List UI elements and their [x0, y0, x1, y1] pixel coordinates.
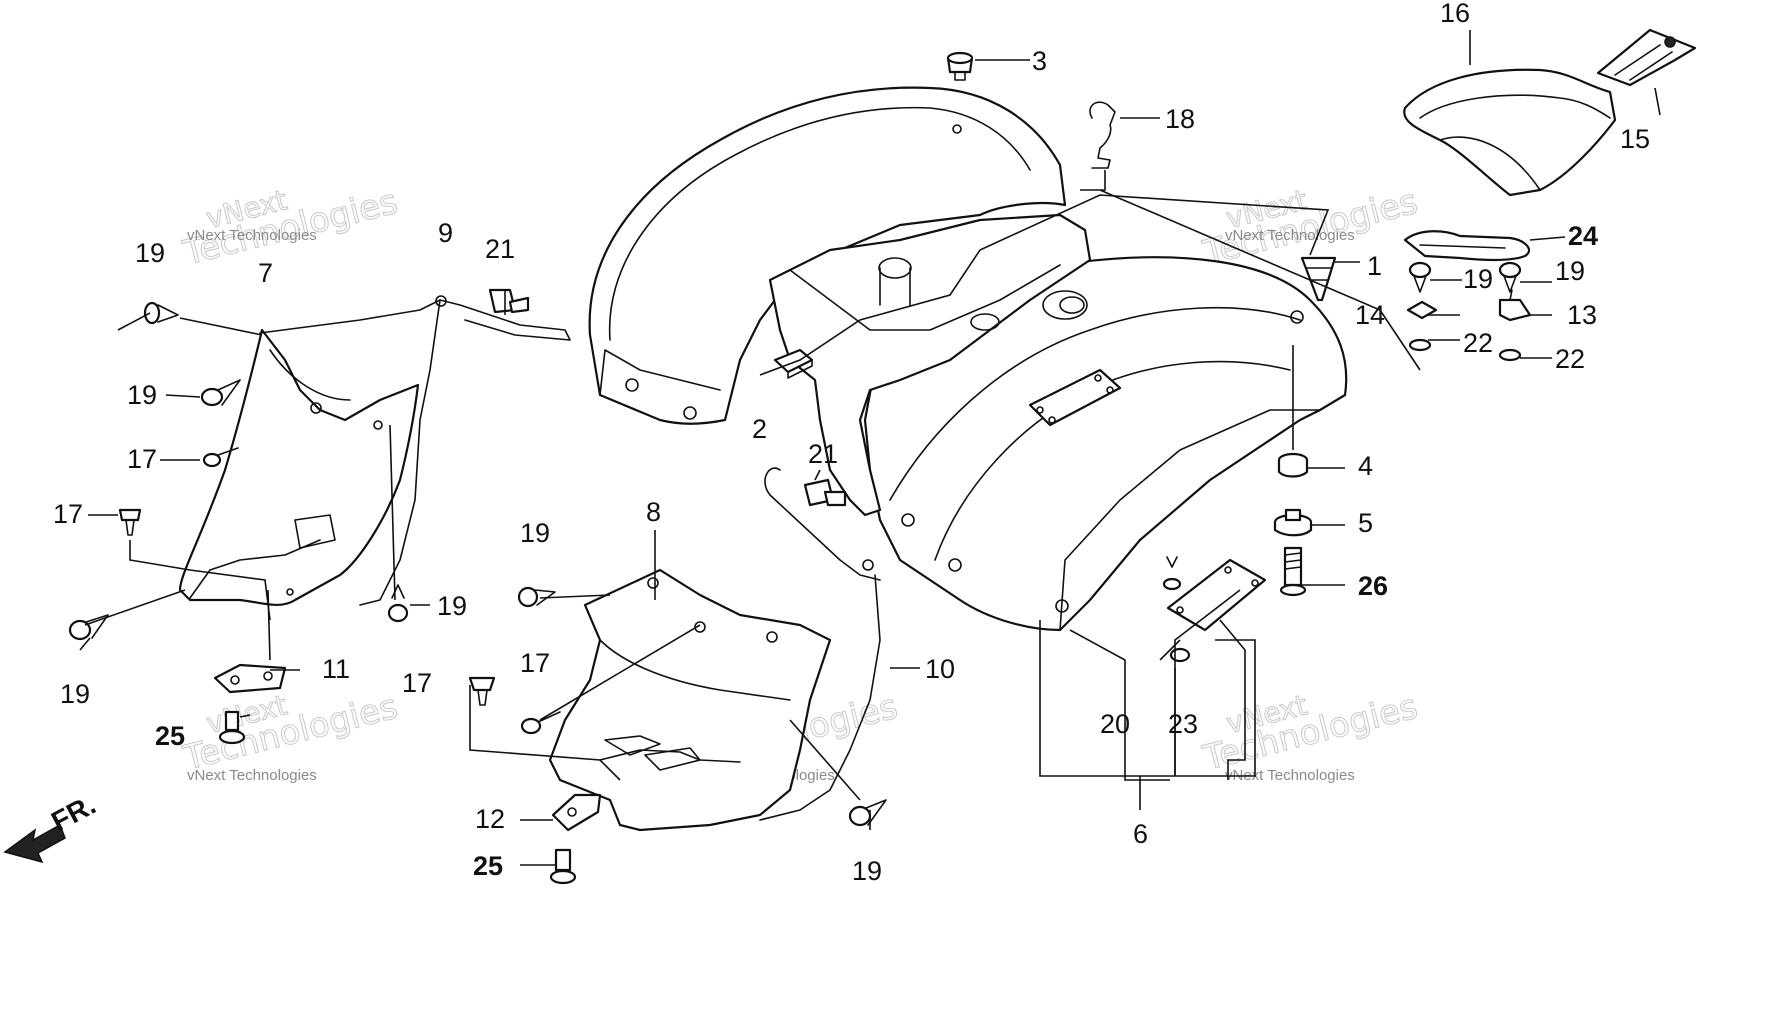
left-mud-guard [178, 328, 420, 607]
clip-18 [1089, 101, 1116, 169]
cone-1 [1300, 256, 1337, 302]
callout-labels: 1 2 3 4 5 6 7 8 9 10 11 12 13 14 15 16 1… [53, 0, 1650, 886]
callout-19-h: 19 [1555, 256, 1585, 286]
watermark-3: vNext Technologies [1198, 181, 1422, 274]
bolt-25-b [549, 848, 577, 885]
callout-22-b: 22 [1555, 344, 1585, 374]
bolt-26 [1279, 546, 1307, 597]
grommet-23 [1169, 647, 1191, 663]
grommet-3 [946, 51, 974, 81]
leader-lines [79, 30, 1661, 866]
callout-16: 16 [1440, 0, 1470, 28]
bolt-25-a [218, 710, 246, 745]
push-clip-19-d [387, 584, 409, 623]
clip-13 [1498, 289, 1532, 322]
washer-22-left [1408, 338, 1432, 352]
callout-23: 23 [1168, 709, 1198, 739]
bolt-17-c [468, 676, 496, 706]
washer-22-right [1498, 348, 1522, 362]
collar-5 [1273, 508, 1313, 537]
callout-17-c: 17 [402, 668, 432, 698]
bolt-21-mid [803, 478, 847, 507]
watermark-small-3: vNext Technologies [1225, 227, 1355, 244]
push-clip-19-e [517, 586, 556, 608]
callout-10: 10 [925, 654, 955, 684]
callout-20: 20 [1100, 709, 1130, 739]
lid-panel [1166, 558, 1267, 632]
stay-10 [759, 467, 881, 821]
watermark-small-1: vNext Technologies [187, 227, 317, 244]
callout-4: 4 [1358, 451, 1373, 481]
callout-19-c: 19 [60, 679, 90, 709]
callout-24: 24 [1568, 221, 1598, 251]
callout-2: 2 [752, 414, 767, 444]
callout-14: 14 [1355, 300, 1385, 330]
watermark-1: vNext Technologies [178, 181, 402, 274]
push-clip-19-right-a [1408, 261, 1432, 293]
callout-6: 6 [1133, 819, 1148, 849]
callout-26: 26 [1358, 571, 1388, 601]
bracket-11 [213, 663, 287, 694]
callout-11: 11 [322, 654, 350, 684]
callout-5: 5 [1358, 508, 1373, 538]
push-clip-19-f [848, 799, 887, 827]
svg-text:Technologies: Technologies [1199, 687, 1422, 779]
center-mud-guard [548, 568, 832, 832]
gasket [1403, 230, 1531, 262]
bracket-12 [551, 793, 602, 832]
watermark-6: vNext Technologies [1198, 686, 1422, 779]
rear-fender [588, 86, 1348, 632]
callout-9: 9 [438, 218, 453, 248]
damper-4 [1277, 452, 1309, 478]
callout-19-d: 19 [437, 591, 467, 621]
callout-21-a: 21 [485, 234, 515, 264]
stay-9 [259, 295, 571, 606]
seat-pad [1403, 68, 1617, 197]
callout-19-g: 19 [1463, 264, 1493, 294]
callout-17-a: 17 [127, 444, 157, 474]
watermark-small-6: vNext Technologies [1225, 767, 1355, 784]
seat-bracket [1596, 28, 1697, 87]
front-direction-marker: FR. [3, 789, 101, 864]
callout-19-b: 19 [127, 380, 157, 410]
callout-25-a: 25 [155, 721, 185, 751]
callout-17-d: 17 [520, 648, 550, 678]
callout-21-b: 21 [808, 439, 838, 469]
bolt-21-top [488, 288, 530, 314]
bolt-17-b [118, 508, 142, 536]
callout-25-b: 25 [473, 851, 503, 881]
arrow-icon [3, 823, 66, 864]
callout-22-a: 22 [1463, 328, 1493, 358]
callout-1: 1 [1367, 251, 1382, 281]
svg-text:Technologies: Technologies [179, 687, 402, 779]
screw-20 [1162, 556, 1182, 591]
callout-8: 8 [646, 497, 661, 527]
nut-14 [1406, 300, 1438, 320]
push-clip-19-a [143, 301, 179, 325]
push-clip-19-c [68, 614, 109, 641]
push-clip-19-b [200, 379, 241, 407]
callout-18: 18 [1165, 104, 1195, 134]
callout-13: 13 [1567, 300, 1597, 330]
watermark-4: vNext Technologies [178, 686, 402, 779]
push-clip-19-right-b [1498, 261, 1522, 293]
callout-12: 12 [475, 804, 505, 834]
callout-19-a: 19 [135, 238, 165, 268]
callout-15: 15 [1620, 124, 1650, 154]
bolt-17-d [520, 711, 561, 735]
callout-19-f: 19 [852, 856, 882, 886]
bolt-17-a [202, 447, 239, 468]
callout-17-b: 17 [53, 499, 83, 529]
callout-19-e: 19 [520, 518, 550, 548]
callout-3: 3 [1032, 46, 1047, 76]
callout-7: 7 [258, 258, 273, 288]
watermark-small-4: vNext Technologies [187, 767, 317, 784]
